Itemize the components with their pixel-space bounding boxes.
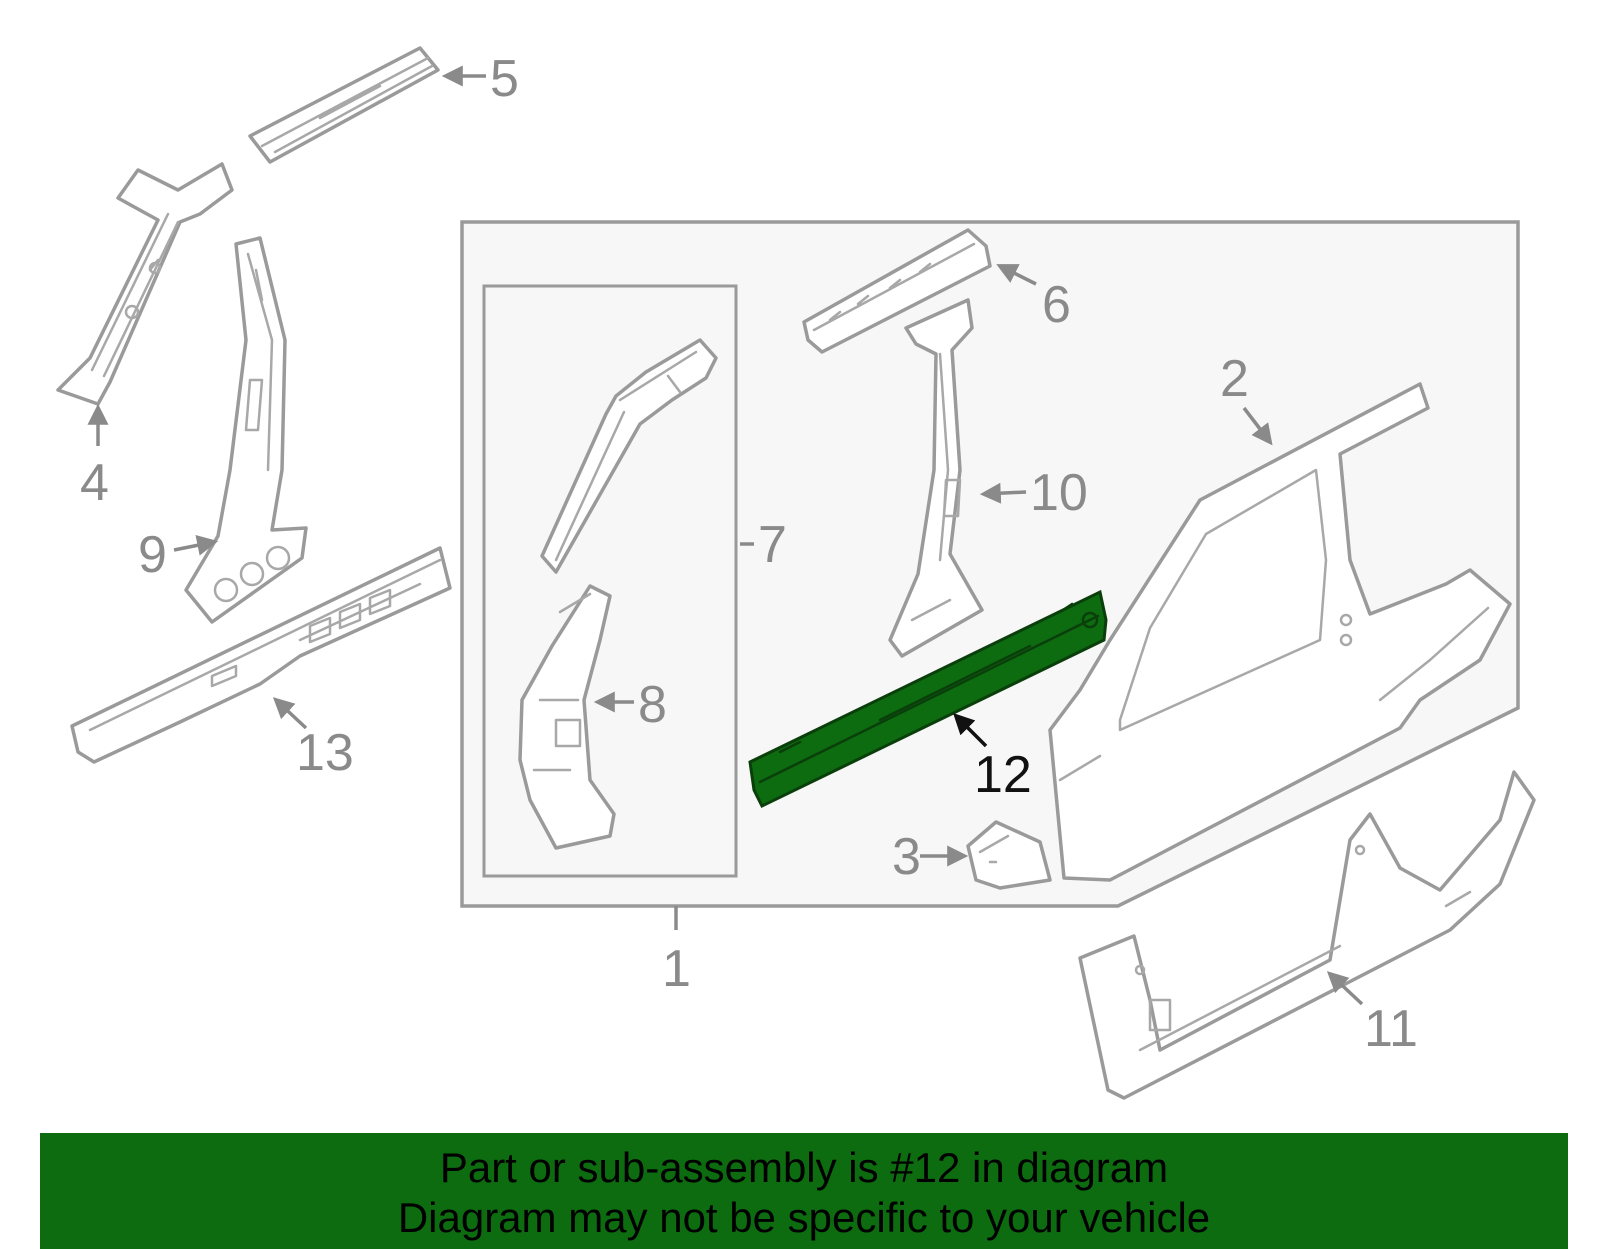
callout-2[interactable]: 2 [1220,350,1249,408]
leader-11 [1326,971,1364,1006]
part-5-roof-rail[interactable] [248,46,440,164]
part-2-body-side-outer[interactable] [1048,382,1512,882]
part-4-a-pillar-reinforcement[interactable] [56,162,234,406]
callout-11[interactable]: 11 [1364,1000,1418,1058]
part-8-a-pillar-lower[interactable] [518,584,616,850]
part-6-roof-rail-inner[interactable] [802,228,992,354]
callout-8[interactable]: 8 [638,676,667,734]
part-13-inner-rocker[interactable] [70,546,452,764]
callout-5[interactable]: 5 [490,50,519,108]
callout-1[interactable]: 1 [662,940,691,998]
leader-9 [173,534,219,556]
callout-labels: 5 4 9 13 6 10 7 8 2 3 1 11 12 [80,50,1418,1058]
callout-7[interactable]: 7 [758,516,787,574]
leader-lines [87,65,1364,1006]
banner-line-part: Part or sub-assembly is #12 in diagram [439,1144,1169,1191]
banner-line-disclaimer: Diagram may not be specific to your vehi… [397,1194,1211,1241]
callout-9[interactable]: 9 [138,526,167,584]
callout-4[interactable]: 4 [80,454,109,512]
callout-10[interactable]: 10 [1030,464,1088,522]
leader-2 [1242,406,1273,446]
callout-13[interactable]: 13 [296,724,354,782]
part-7-a-pillar-upper[interactable] [540,338,718,574]
callout-6[interactable]: 6 [1042,276,1071,334]
part-10-b-pillar-reinforcement[interactable] [888,298,984,658]
leader-6 [996,264,1037,286]
callout-3[interactable]: 3 [892,828,921,886]
part-3-bracket[interactable] [966,820,1052,890]
part-9-b-pillar-inner[interactable] [184,236,308,624]
part-12-rocker-reinforcement[interactable] [748,589,1108,808]
leader-10 [979,482,1027,504]
info-banner: Part or sub-assembly is #12 in diagram D… [40,1133,1568,1249]
leader-13 [272,697,308,730]
callout-12[interactable]: 12 [974,746,1032,804]
leader-12 [953,713,988,748]
